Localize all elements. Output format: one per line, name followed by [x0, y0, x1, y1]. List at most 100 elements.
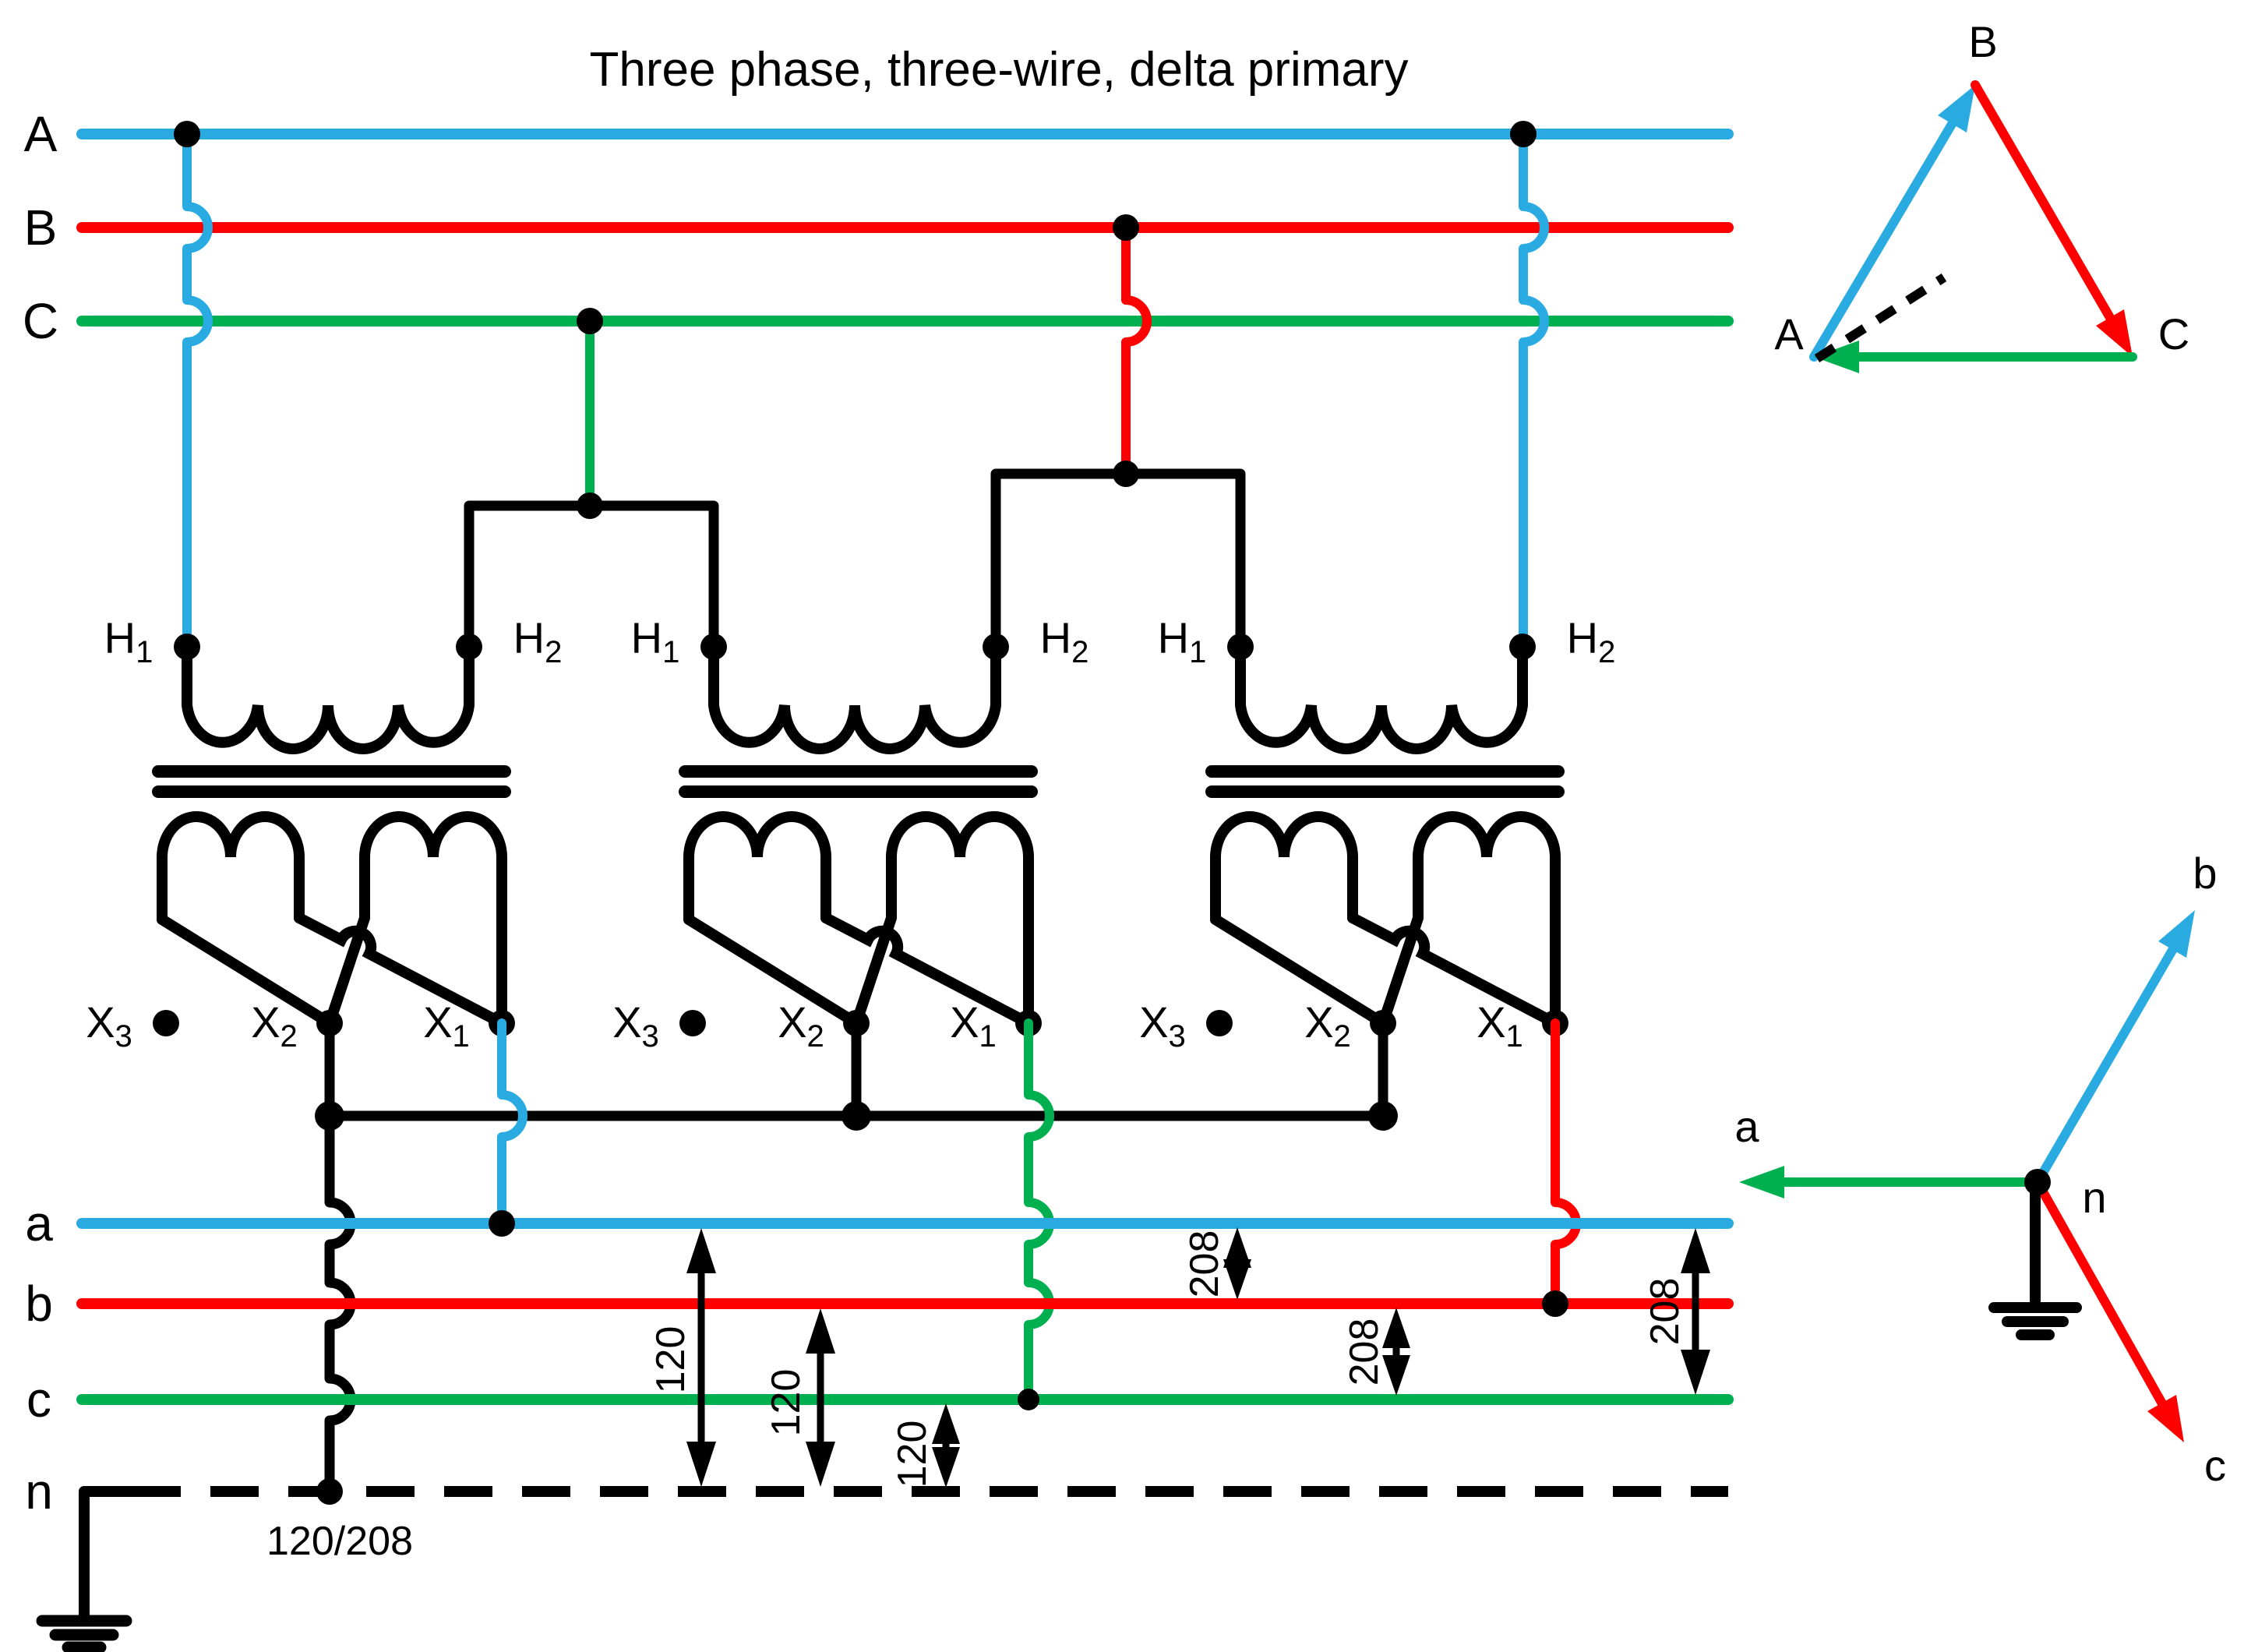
- secondary-winding-right: [359, 811, 507, 1029]
- terminal-dot-X2: [1370, 1010, 1396, 1036]
- label-H2-sub: 2: [1598, 635, 1615, 669]
- arrow-down-icon: [1681, 1350, 1710, 1395]
- arrow-up-icon: [1223, 1227, 1251, 1268]
- dim-arrow-b-n: 120: [764, 1308, 835, 1487]
- dim-label-208-ac: 208: [1642, 1278, 1688, 1346]
- wye-neutral-dot: [2024, 1169, 2051, 1195]
- label-X2-sub: 2: [280, 1019, 298, 1054]
- secondary-lead-crossover-to-X1: [820, 912, 1034, 1029]
- phasor-b-shaft: [2033, 943, 2179, 1187]
- label-H1-base: H: [1158, 613, 1189, 662]
- label-H1-base: H: [631, 613, 662, 662]
- phasor-wye-label-a: a: [1734, 1102, 1759, 1151]
- arrow-up-icon: [1382, 1308, 1410, 1348]
- label-X1-sub: 1: [453, 1019, 470, 1054]
- label-X2-sub: 2: [807, 1019, 824, 1054]
- dim-arrow-a-c: 208: [1642, 1228, 1710, 1395]
- arrow-up-icon: [686, 1228, 716, 1273]
- arrow-down-icon: [686, 1442, 716, 1487]
- terminal-dot-X3: [153, 1010, 179, 1036]
- phasor-BC-shaft: [1971, 80, 2116, 325]
- terminal-dot-H1: [700, 634, 727, 660]
- ground-symbol-neutral: [36, 1615, 132, 1652]
- system-voltage-label: 120/208: [266, 1519, 413, 1564]
- arrow-down-icon: [932, 1447, 960, 1488]
- primary-winding-coil: [1235, 653, 1528, 754]
- terminal-dot-H2: [1509, 634, 1536, 660]
- junction-dot-line-a: [489, 1210, 515, 1237]
- label-H1: H1: [631, 613, 680, 669]
- label-H1-sub: 1: [1189, 635, 1206, 669]
- dim-label-120-cn: 120: [890, 1421, 935, 1488]
- label-X3-base: X: [612, 997, 641, 1047]
- phasor-delta-label-B: B: [1968, 17, 1997, 66]
- label-X2-base: X: [251, 997, 280, 1047]
- junction-dot-bus-T2: [842, 1101, 871, 1131]
- arrow-up-icon: [1681, 1228, 1710, 1273]
- phasor-c-arrowhead-icon: [2147, 1395, 2184, 1442]
- label-X2-base: X: [778, 997, 806, 1047]
- terminal-dot-X3: [1206, 1010, 1233, 1036]
- junction-dot-bus-T1: [315, 1101, 344, 1131]
- arrow-down-icon: [806, 1442, 835, 1487]
- label-H2-base: H: [1567, 613, 1598, 662]
- label-X3-sub: 3: [1169, 1019, 1186, 1054]
- junction-dot-A-tap1: [174, 121, 200, 147]
- wire-T1X1-to-line-a: [497, 1018, 527, 1228]
- label-X1: X1: [1477, 997, 1523, 1054]
- label-H2-sub: 2: [1071, 635, 1088, 669]
- secondary-winding-left: [683, 811, 831, 925]
- secondary-winding-right: [886, 811, 1034, 1029]
- secondary-lead-left-to-X2: [683, 914, 862, 1029]
- phasor-CA-arrowhead-icon: [1814, 341, 1859, 373]
- wire-phaseA-to-H2-T3: [1519, 129, 1549, 651]
- transformer-2: H1 H2 X3 X2 X1: [612, 613, 1088, 1116]
- primary-winding-coil: [182, 653, 475, 754]
- phasor-diagram-delta: A B C: [1774, 17, 2189, 373]
- label-X3-sub: 3: [642, 1019, 659, 1054]
- secondary-winding-left: [157, 811, 305, 925]
- primary-phase-lines: A B C: [23, 106, 1734, 349]
- phase-label-A: A: [24, 106, 58, 162]
- label-X3: X3: [612, 997, 659, 1054]
- delta-bracket-T2H2-T3H1: [990, 468, 1246, 652]
- label-X1-base: X: [423, 997, 452, 1047]
- phasor-diagram-wye: a b c n: [1734, 849, 2226, 1490]
- wire-T3X1-to-line-b: [1551, 1018, 1581, 1308]
- secondary-winding-left: [1210, 811, 1358, 925]
- label-X3: X3: [1139, 997, 1186, 1054]
- phase-label-a: a: [25, 1195, 53, 1251]
- label-H1-base: H: [104, 613, 136, 662]
- arrow-up-icon: [806, 1308, 835, 1354]
- phase-label-C: C: [23, 293, 58, 349]
- phasor-wye-label-n: n: [2082, 1173, 2106, 1222]
- transformer-1: H1 H2 X3 X2 X1: [86, 613, 562, 1116]
- label-X1: X1: [950, 997, 997, 1054]
- wire-phaseB-to-bracket2: [1121, 223, 1152, 478]
- dim-label-120-an: 120: [648, 1326, 693, 1394]
- label-X3-base: X: [1139, 997, 1168, 1047]
- primary-winding-coil: [708, 653, 1001, 754]
- ground-symbol-wye: [1988, 1302, 2082, 1340]
- dim-arrow-a-n: 120: [648, 1228, 716, 1487]
- junction-dot-C-tap: [577, 308, 603, 334]
- phase-label-n: n: [25, 1463, 53, 1520]
- phasor-wye-label-b: b: [2193, 849, 2217, 898]
- phasor-delta-label-A: A: [1774, 309, 1804, 358]
- terminal-dot-H2: [456, 634, 482, 660]
- arrow-up-icon: [932, 1403, 960, 1444]
- label-X3-base: X: [86, 997, 115, 1047]
- terminal-dot-H2: [983, 634, 1009, 660]
- phasor-a-arrowhead-icon: [1739, 1166, 1784, 1198]
- dim-arrow-a-b: 208: [1182, 1227, 1251, 1300]
- label-X1-base: X: [950, 997, 979, 1047]
- terminal-dot-H1: [174, 634, 200, 660]
- dim-label-208-ab: 208: [1182, 1230, 1227, 1298]
- junction-dots: [174, 121, 1568, 1505]
- wire-T2X1-to-line-c: [1024, 1018, 1054, 1404]
- label-H2-sub: 2: [545, 635, 562, 669]
- terminal-dot-X2: [843, 1010, 870, 1036]
- secondary-lead-crossover-to-X1: [1347, 912, 1561, 1029]
- junction-dot-bus-T3: [1368, 1101, 1398, 1131]
- secondary-lead-crossover-to-X1: [294, 912, 507, 1029]
